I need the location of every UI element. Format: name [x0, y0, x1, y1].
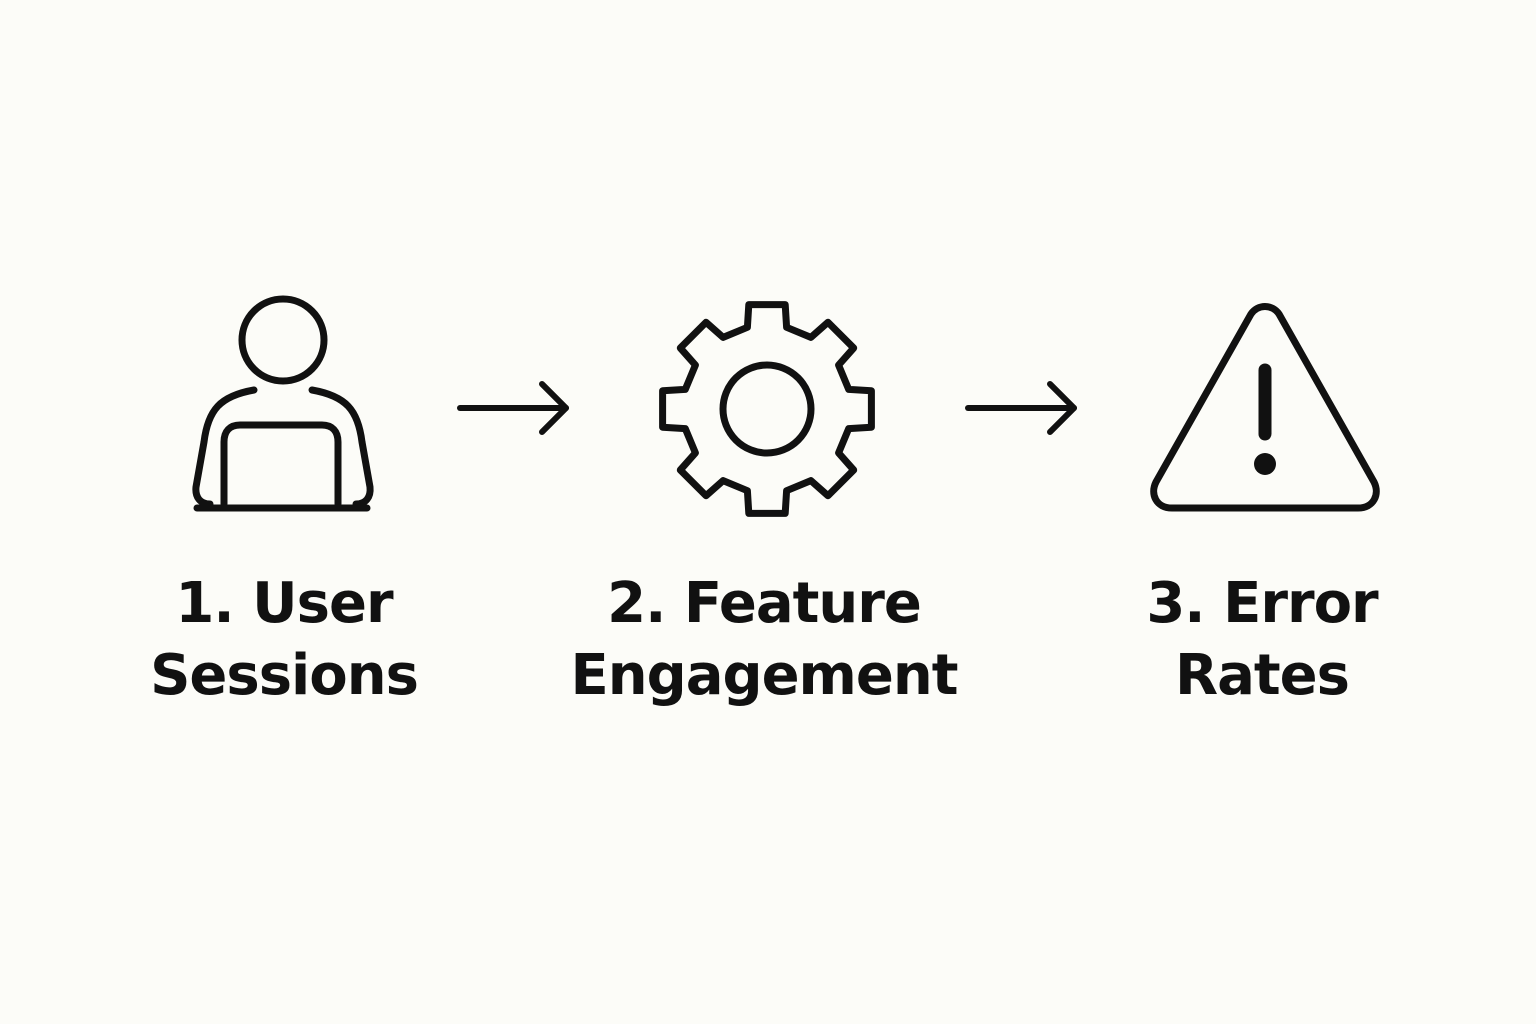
step-label-1: 1. User Sessions: [44, 568, 524, 712]
gear-hub-shape: [719, 361, 815, 457]
warning-icon: [1148, 302, 1382, 514]
gear-teeth-shape: [659, 301, 875, 517]
step-title-line: Rates: [1175, 643, 1350, 708]
step-title-line: 2. Feature: [607, 571, 922, 636]
arrow-right-icon: [456, 378, 576, 438]
warning-dot-shape: [1254, 453, 1276, 475]
step-title-line: Engagement: [570, 643, 958, 708]
user-head-shape: [238, 295, 328, 385]
step-label-3: 3. Error Rates: [1022, 568, 1502, 712]
gear-icon: [654, 298, 880, 520]
step-title-line: Sessions: [150, 643, 419, 708]
step-label-2: 2. Feature Engagement: [524, 568, 1004, 712]
user-laptop-icon: [190, 292, 380, 522]
step-title-line: 1. User: [175, 571, 393, 636]
arrow-right-icon: [964, 378, 1084, 438]
step-title-line: 3. Error: [1146, 571, 1378, 636]
